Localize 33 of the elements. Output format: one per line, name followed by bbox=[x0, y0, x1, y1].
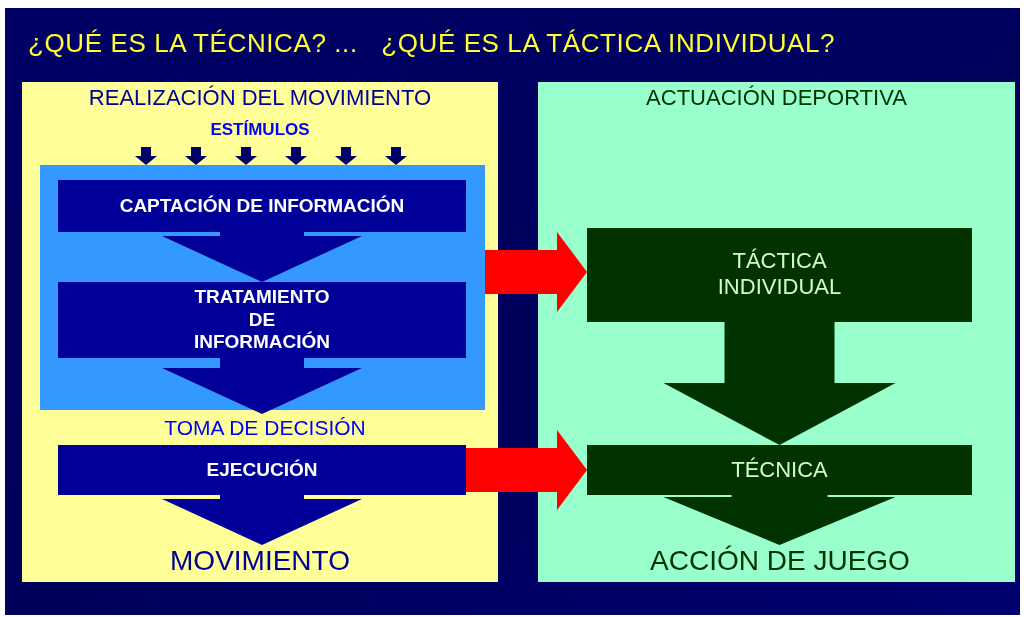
arrow bbox=[135, 147, 157, 165]
arrow bbox=[235, 147, 257, 165]
stimuli-label: ESTÍMULOS bbox=[209, 120, 311, 140]
stage-label: MOVIMIENTO bbox=[170, 544, 350, 578]
panel-heading: ACTUACIÓN DEPORTIVA bbox=[646, 85, 907, 111]
title: ¿QUÉ ES LA TÉCNICA? ... ¿QUÉ ES LA TÁCTICA INDIVIDUAL? bbox=[28, 28, 837, 59]
arrow bbox=[185, 147, 207, 165]
block-arrow bbox=[663, 495, 896, 545]
panel-heading: REALIZACIÓN DEL MOVIMIENTO bbox=[88, 85, 432, 111]
process-box bbox=[58, 445, 466, 495]
box-label: EJECUCIÓN bbox=[206, 458, 318, 482]
arrow bbox=[466, 430, 587, 510]
process-box bbox=[58, 282, 466, 358]
block-arrow bbox=[663, 322, 896, 445]
panel bbox=[538, 82, 1015, 582]
process-box bbox=[587, 228, 972, 322]
arrow bbox=[335, 147, 357, 165]
box-shape bbox=[40, 165, 485, 410]
box-label: CAPTACIÓN DE INFORMACIÓN bbox=[119, 194, 405, 218]
process-box bbox=[587, 445, 972, 495]
stage-label: TOMA DE DECISIÓN bbox=[164, 415, 366, 441]
arrow bbox=[485, 232, 587, 312]
box-label: TÁCTICA INDIVIDUAL bbox=[716, 248, 843, 301]
arrow bbox=[285, 147, 307, 165]
arrow bbox=[385, 147, 407, 165]
block-arrow bbox=[162, 495, 362, 545]
box-label: TÉCNICA bbox=[731, 456, 828, 484]
block-arrow bbox=[162, 232, 362, 282]
panel bbox=[22, 82, 498, 582]
stage-label: ACCIÓN DE JUEGO bbox=[650, 544, 910, 578]
block-arrow bbox=[162, 358, 362, 414]
process-box bbox=[58, 180, 466, 232]
box-label: TRATAMIENTO DE INFORMACIÓN bbox=[192, 285, 332, 355]
